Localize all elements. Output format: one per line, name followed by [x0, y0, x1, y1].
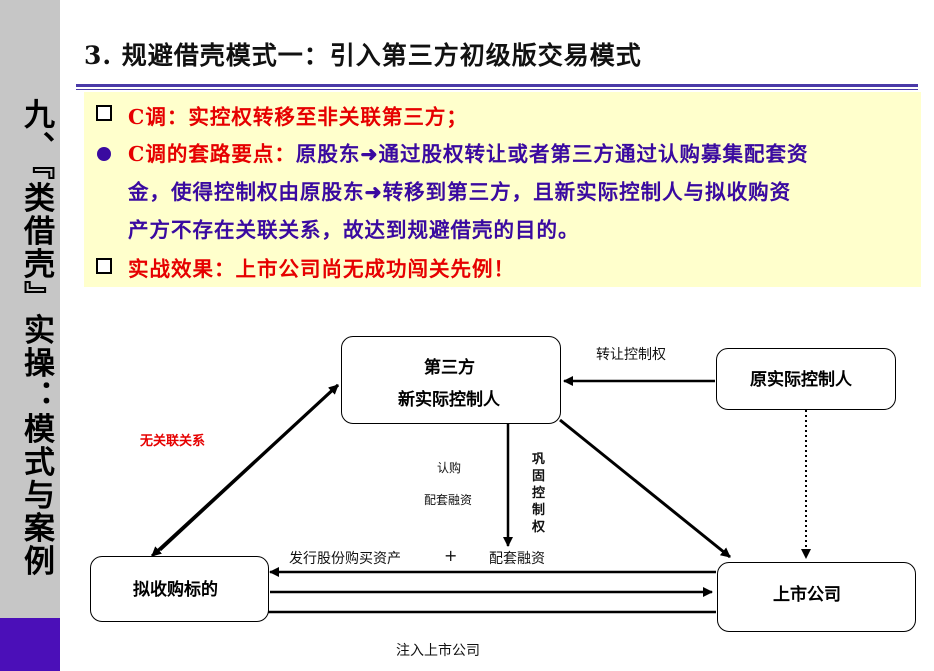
label-transfer-control: 转让控制权: [596, 347, 666, 363]
original-controller-label: 原实际控制人: [750, 370, 852, 390]
point-1-text: 实控权转移至非关联第三方；: [188, 105, 468, 129]
square-bullet-icon: [96, 258, 112, 274]
title-rule-thin: [76, 89, 918, 90]
sidebar: 九、『类借壳』实操：模式与案例: [0, 0, 60, 671]
label-inject: 注入上市公司: [396, 643, 480, 659]
round-bullet-icon: [97, 147, 111, 161]
third-party-label-2: 新实际控制人: [398, 390, 500, 410]
point-1: C调：实控权转移至非关联第三方；: [128, 100, 468, 130]
point-2-line-1: C调的套路要点：原股东➜通过股权转让或者第三方通过认购募集配套资: [128, 137, 809, 167]
point-1-label: C调：: [128, 105, 189, 129]
label-matching-fund: 配套融资: [424, 493, 473, 507]
third-party-box: [341, 336, 561, 424]
chapter-title: 九、『类借壳』实操：模式与案例: [18, 98, 54, 578]
key-points-panel: C调：实控权转移至非关联第三方； C调的套路要点：原股东➜通过股权转让或者第三方…: [84, 92, 921, 287]
arrow-third-to-listed: [559, 418, 731, 559]
label-no-relation: 无关联关系: [140, 434, 206, 449]
label-matching-fund-2: 配套融资: [489, 551, 545, 567]
label-consolidate-control: 巩固控制权: [532, 452, 546, 535]
square-bullet-icon: [96, 105, 112, 121]
label-subscribe: 认购: [437, 461, 462, 475]
point-2-line-3: 产方不存在关联关系，故达到规避借壳的目的。: [128, 218, 580, 242]
original-controller-box: [716, 348, 896, 410]
arrow-no-relation-down: [150, 383, 340, 558]
point-2-text-1: 原股东➜通过股权转让或者第三方通过认购募集配套资: [295, 142, 809, 166]
point-3: 实战效果：上市公司尚无成功闯关先例！: [128, 257, 515, 281]
listed-company-label: 上市公司: [773, 585, 841, 605]
title-rule: [76, 84, 918, 87]
third-party-label-1: 第三方: [424, 358, 475, 378]
listed-company-box: [717, 562, 916, 632]
page-title: 3. 规避借壳模式一：引入第三方初级版交易模式: [84, 41, 642, 70]
target-asset-box: [90, 556, 269, 622]
point-2-label: C调的套路要点：: [128, 142, 296, 166]
target-asset-label: 拟收购标的: [133, 580, 218, 600]
label-plus: +: [444, 546, 458, 565]
label-issue-shares: 发行股份购买资产: [289, 551, 401, 567]
point-2-line-2: 金，使得控制权由原股东➜转移到第三方，且新实际控制人与拟收购资: [128, 180, 792, 204]
sidebar-accent-block: [0, 618, 60, 671]
